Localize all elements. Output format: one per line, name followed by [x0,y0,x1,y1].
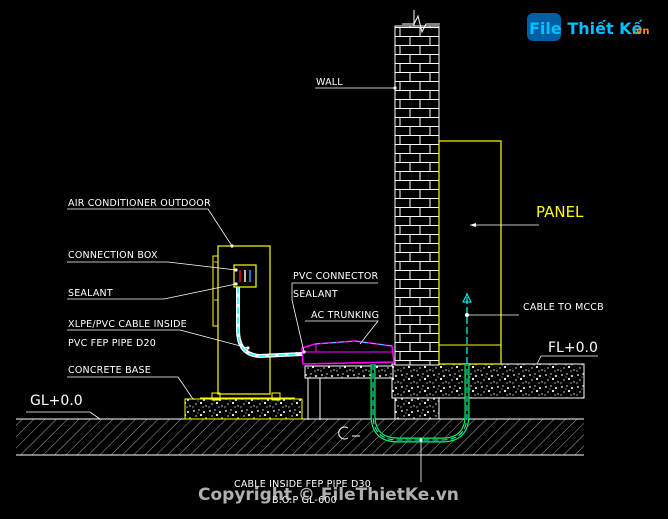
brand-name: File Thiết Kế [529,19,644,38]
panel-box [438,140,539,365]
drain-symbol [338,426,360,440]
label-fl: FL+0.0 [548,340,598,356]
label-pvc-connector: PVC CONNECTOR [293,271,379,282]
label-wall: WALL [316,77,343,88]
wall-foundation [394,397,440,420]
ground [16,418,584,456]
brand-domain: .vn [632,26,649,37]
trunking-support [304,365,394,420]
label-ac-trunking: AC TRUNKING [311,310,379,321]
pvc-pipe-run [236,287,303,359]
label-air-conditioner: AIR CONDITIONER OUTDOOR [68,198,211,209]
label-cable-inside: XLPE/PVC CABLE INSIDE [68,319,187,330]
brand-logo: File Thiết Kế .vn [527,13,649,41]
label-bop: B.O.P GL-600 [272,495,337,506]
copyright-watermark: Copyright © FileThietKe.vn [198,485,459,505]
label-panel: PANEL [536,203,584,221]
label-sealant-left: SEALANT [68,288,113,299]
label-concrete-base: CONCRETE BASE [68,365,151,376]
label-gl: GL+0.0 [30,393,83,409]
label-cable-to-mccb: CABLE TO MCCB [523,302,604,313]
label-connection-box: CONNECTION BOX [68,250,158,261]
label-sealant-right: SEALANT [293,289,338,300]
leader-dots [230,86,423,442]
floor-slab [391,363,585,399]
connection-box [233,264,257,288]
leader-lines [26,87,598,482]
concrete-base [184,392,303,420]
air-conditioner-unit [212,245,271,395]
brand-logo-badge-icon [527,13,561,41]
labels: WALL AIR CONDITIONER OUTDOOR CONNECTION … [30,77,604,506]
label-pvc-pipe: PVC FEP PIPE D20 [68,338,156,349]
label-cable-fep-pipe: CABLE INSIDE FEP PIPE D30 [234,479,371,490]
brick-wall [394,10,440,366]
ac-trunking [301,340,395,365]
